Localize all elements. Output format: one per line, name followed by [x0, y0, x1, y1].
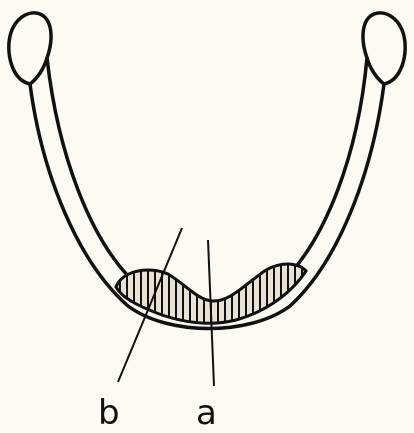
- right-condyle-outline: [363, 13, 405, 84]
- left-condyle-outline: [9, 13, 51, 84]
- label-b: b: [98, 393, 120, 433]
- label-a: a: [196, 393, 217, 433]
